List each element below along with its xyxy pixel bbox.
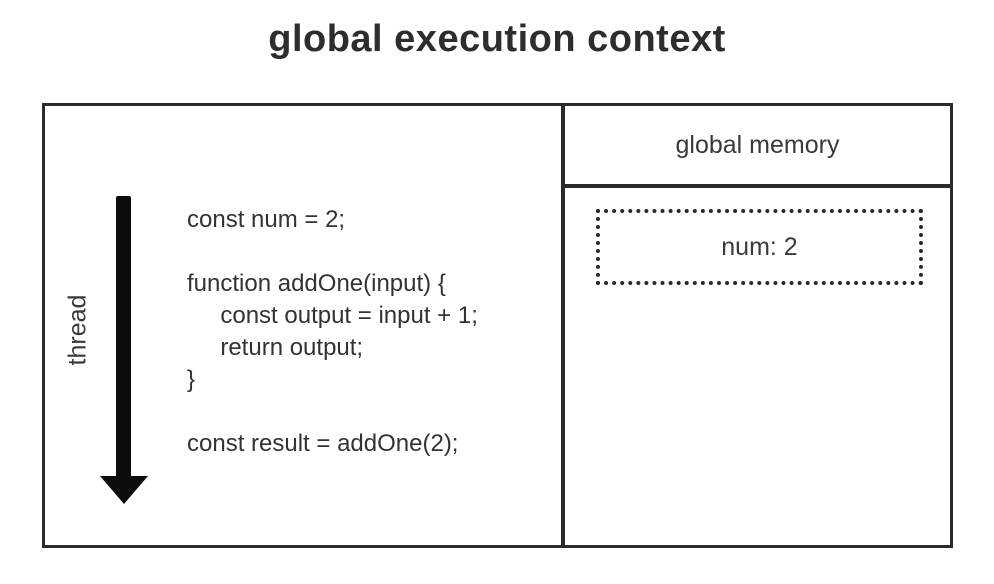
code-line [187, 396, 478, 428]
code-line: } [187, 366, 196, 393]
code-line: return output; [187, 334, 364, 361]
memory-entry-num: num: 2 [596, 209, 923, 285]
code-line: const output = input + 1; [187, 302, 478, 329]
global-memory-content: num: 2 [565, 188, 950, 545]
arrow-head [100, 476, 148, 504]
code-line: function addOne(input) { [187, 270, 446, 297]
execution-context-box: thread const num = 2; function addOne(in… [42, 103, 953, 548]
arrow-shaft [116, 196, 131, 478]
code-line [187, 236, 478, 268]
code-block: const num = 2; function addOne(input) { … [187, 204, 478, 460]
code-line: const result = addOne(2); [187, 430, 459, 457]
code-line: const num = 2; [187, 206, 346, 233]
page-title: global execution context [268, 18, 726, 60]
thread-label: thread [63, 294, 92, 366]
thread-panel: thread const num = 2; function addOne(in… [45, 106, 565, 545]
global-memory-header: global memory [565, 106, 950, 188]
global-memory-panel: global memory num: 2 [565, 106, 950, 545]
